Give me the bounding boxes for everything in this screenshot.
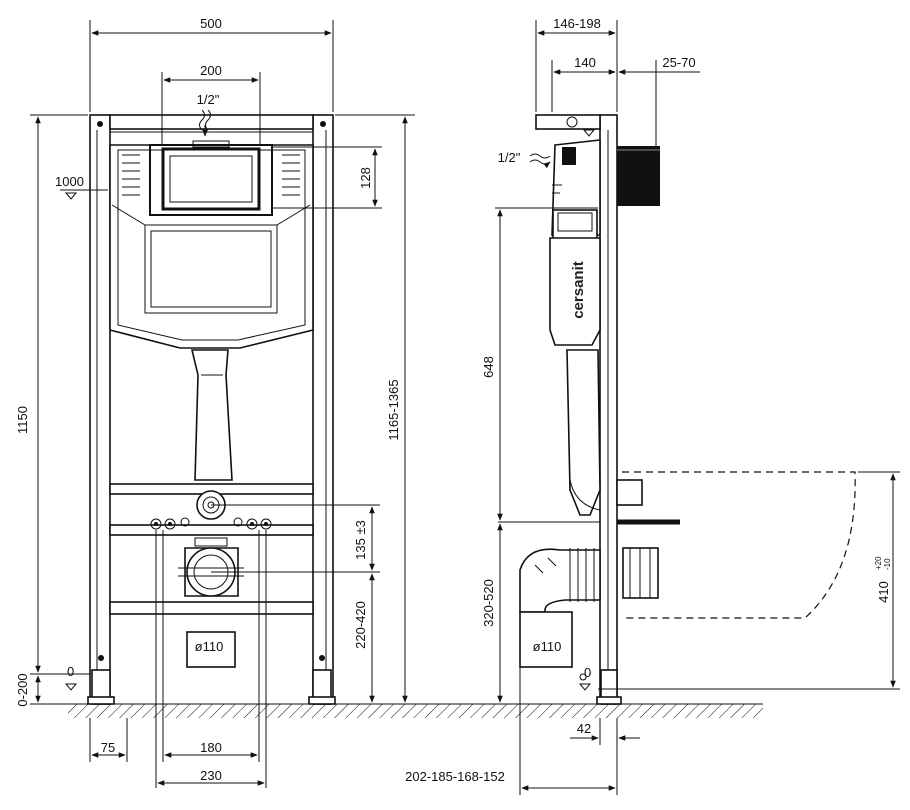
cistern: [109, 144, 314, 349]
protrusion-label: 25-70: [662, 55, 695, 70]
side-supply-label: 1/2": [498, 150, 521, 165]
foot-width-label: 75: [101, 740, 115, 755]
floor: [68, 703, 763, 718]
left-post: [89, 114, 111, 701]
side-bend: [519, 479, 659, 613]
wall-offset-label: 42: [577, 721, 591, 736]
adjust-height-label: 1165-1365: [386, 379, 401, 440]
supply-label: 1/2": [197, 92, 220, 107]
side-outlet-pipe: [519, 611, 573, 668]
bowl-height-label: 410: [876, 581, 891, 603]
bowl-tol-minus: -10: [883, 558, 892, 570]
button-height-label: 1000: [55, 174, 84, 189]
front-view: [87, 114, 336, 705]
outlet-offsets-label: 202-185-168-152: [405, 769, 505, 784]
anchor-outer-label: 230: [200, 768, 222, 783]
wall-panel: [617, 146, 660, 206]
anchor-bolts: [150, 517, 272, 530]
foot-range-label: 0-200: [15, 673, 30, 706]
outlet-height-label: 220-420: [353, 601, 368, 649]
depth-cistern-label: 140: [574, 55, 596, 70]
flush-opening: [149, 144, 273, 216]
right-post: [312, 114, 334, 701]
outlet-spacing-label: 135 ±3: [353, 520, 368, 560]
side-dimensions: [495, 20, 900, 795]
zero-label: 0: [67, 664, 74, 679]
cistern-ribs: [122, 154, 300, 196]
depth-range-label: 146-198: [553, 16, 601, 31]
drop-pipe: [190, 349, 233, 481]
bowl-tol-plus: +20: [874, 556, 883, 570]
front-dimensions: [30, 20, 415, 788]
side-labels: 146-198 140 25-70 1/2" 648 320-520 ø110 …: [405, 16, 892, 784]
width-label: 500: [200, 16, 222, 31]
total-height-label: 1150: [15, 406, 30, 434]
side-drop-pipe: [566, 349, 601, 516]
front-labels: 500 200 1/2" 1000 128 1150 1165-1365 135…: [15, 16, 401, 783]
panel-height-label: 128: [358, 167, 373, 189]
side-view: cersanit: [498, 114, 856, 705]
side-zero-label: 0: [584, 665, 591, 680]
anchor-inner-label: 180: [200, 740, 222, 755]
side-outlet-diameter-label: ø110: [533, 639, 562, 654]
axis-height-label: 320-520: [481, 579, 496, 627]
outlet-diameter-label: ø110: [195, 639, 224, 654]
brand-logo: cersanit: [570, 261, 587, 319]
waste-outlet: [178, 537, 244, 597]
cistern-axis-label: 648: [481, 356, 496, 378]
bowl-outline: [622, 471, 856, 619]
outlet-pipe: [186, 631, 236, 668]
flush-spacing-label: 200: [200, 63, 222, 78]
